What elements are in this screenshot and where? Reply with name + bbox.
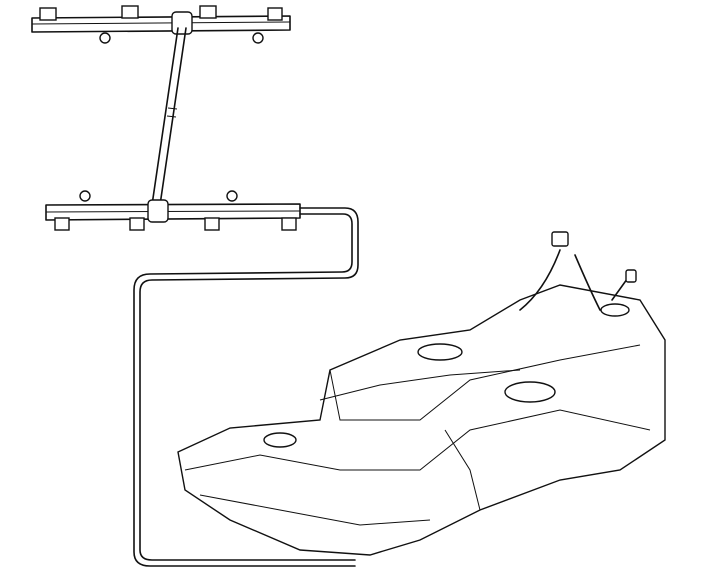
fuel-tank	[177, 231, 666, 556]
upper-injectors	[39, 5, 283, 44]
fuel-supply-line	[139, 207, 359, 561]
lower-fuel-rail	[45, 190, 301, 231]
upper-fuel-rail	[31, 5, 291, 44]
